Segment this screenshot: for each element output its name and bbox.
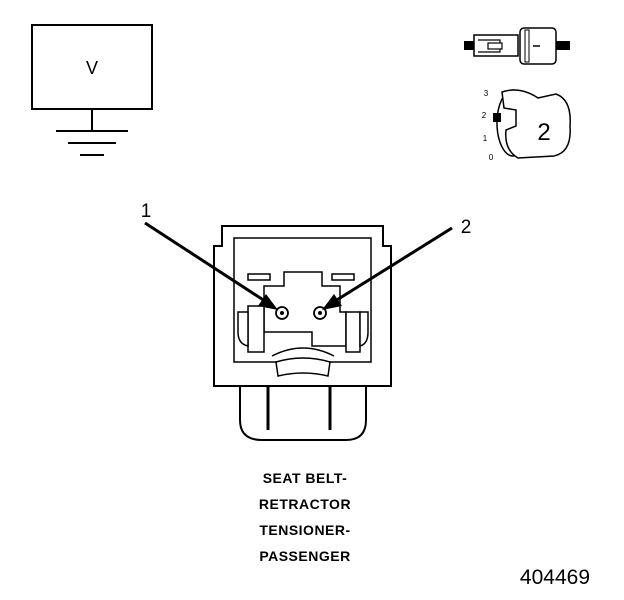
switch-pos-3: 3	[484, 89, 489, 98]
caption-line-2: RETRACTOR	[258, 496, 352, 512]
voltmeter-label: V	[86, 58, 98, 78]
switch-pos-1: 1	[483, 134, 488, 143]
caption-line-3: TENSIONER-	[259, 522, 351, 538]
pin-2-arrow	[322, 226, 453, 310]
figure-number: 404469	[519, 566, 590, 589]
connector-body	[213, 225, 392, 441]
caption-line-1: SEAT BELT-	[262, 470, 348, 486]
pin-1-arrow	[144, 221, 278, 310]
connector-caption: SEAT BELT- RETRACTOR TENSIONER- PASSENGE…	[200, 465, 410, 569]
voltmeter-symbol: V	[31, 24, 153, 156]
switch-setting: 2	[537, 119, 550, 146]
probe-connector-icon	[464, 27, 570, 65]
switch-pos-0: 0	[489, 153, 494, 162]
pin-1-label: 1	[141, 201, 152, 222]
rotary-switch-icon: 3 2 1 0 2	[482, 89, 571, 162]
switch-pos-2: 2	[482, 111, 487, 120]
pin-2-label: 2	[461, 217, 472, 238]
caption-line-4: PASSENGER	[259, 548, 351, 564]
